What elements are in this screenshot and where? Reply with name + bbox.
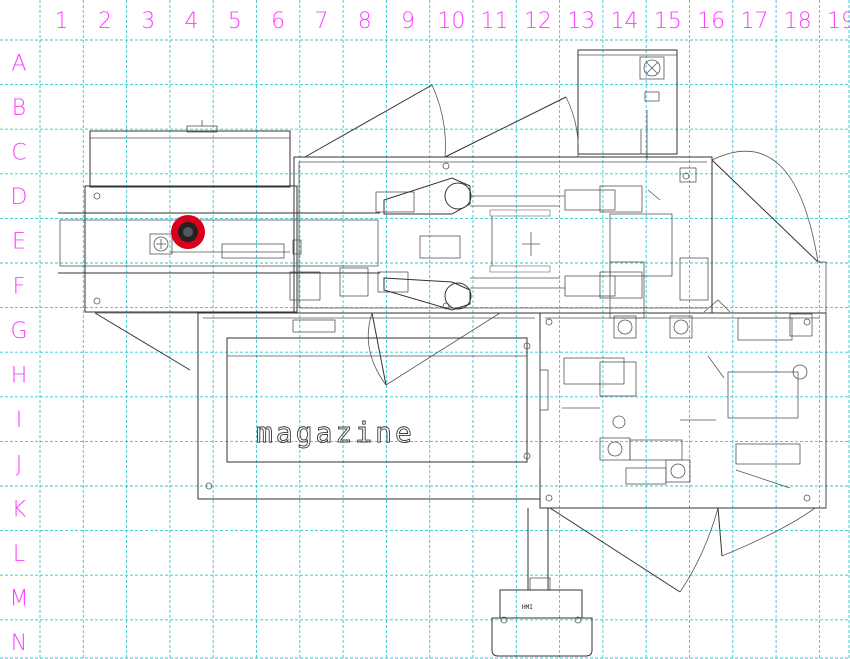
- machine-layout: magazine HMI: [58, 49, 827, 657]
- row-label: G: [10, 319, 27, 344]
- row-label: I: [16, 408, 23, 433]
- bottom-doors: [547, 507, 816, 593]
- column-label: 13: [567, 9, 595, 34]
- column-label: 10: [437, 9, 465, 34]
- column-label: 3: [141, 9, 155, 34]
- row-label: K: [12, 497, 27, 522]
- row-label: F: [13, 274, 26, 299]
- column-label: 2: [98, 9, 112, 34]
- infeed-conveyor: [58, 212, 380, 274]
- right-doors: [711, 150, 819, 313]
- row-label: E: [12, 230, 26, 255]
- column-label: 14: [611, 9, 639, 34]
- row-label: A: [11, 51, 26, 76]
- row-label: N: [11, 631, 27, 656]
- column-label: 6: [271, 9, 285, 34]
- column-label: 16: [697, 9, 725, 34]
- row-label: D: [11, 185, 28, 210]
- row-label: H: [11, 364, 28, 389]
- column-label: 8: [358, 9, 372, 34]
- transfer-unit: [289, 177, 565, 311]
- top-cabinet: [577, 49, 678, 160]
- row-label: C: [11, 141, 26, 166]
- row-label: L: [13, 542, 25, 567]
- column-label: 4: [185, 9, 199, 34]
- column-label: 7: [314, 9, 328, 34]
- row-label: J: [16, 453, 23, 478]
- column-label: 12: [524, 9, 552, 34]
- feeder-cover: [89, 120, 291, 188]
- column-label: 9: [401, 9, 415, 34]
- magazine-frame: magazine: [94, 312, 549, 500]
- column-label: 19: [827, 9, 850, 34]
- row-label: M: [10, 587, 29, 612]
- column-label: 5: [228, 9, 242, 34]
- right-actuators: [564, 185, 731, 319]
- column-label: 15: [654, 9, 682, 34]
- hmi-panel: HMI: [491, 508, 593, 657]
- lower-cabinet: [539, 261, 827, 509]
- column-label: 1: [55, 9, 69, 34]
- hmi-label: HMI: [522, 604, 533, 611]
- upper-doors: [304, 84, 579, 158]
- emergency-stop-icon: [171, 215, 205, 249]
- magazine-label: magazine: [256, 416, 415, 449]
- column-label: 11: [481, 9, 509, 34]
- column-label: 17: [740, 9, 768, 34]
- column-label: 18: [784, 9, 812, 34]
- row-label: B: [12, 96, 26, 121]
